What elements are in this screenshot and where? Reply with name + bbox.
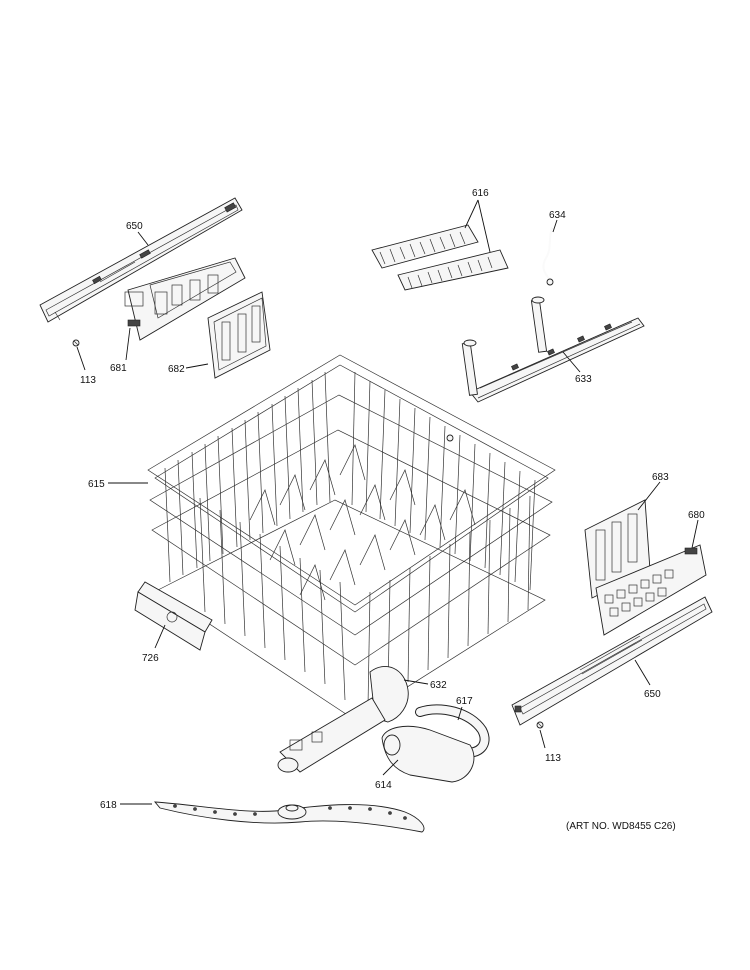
bracket-681 [124, 257, 246, 341]
callout-614: 614 [375, 780, 392, 791]
spray-arm-618 [153, 801, 425, 833]
callout-615: 615 [88, 479, 105, 490]
leader-614 [382, 759, 399, 776]
callout-113-right: 113 [545, 753, 561, 764]
callout-650-top: 650 [126, 221, 143, 232]
callout-683: 683 [652, 472, 669, 483]
leader-681 [125, 327, 131, 361]
leader-682 [185, 363, 209, 369]
callout-113-left: 113 [80, 375, 96, 386]
art-number-label: (ART NO. WD8455 C26) [566, 821, 676, 832]
callout-617: 617 [456, 696, 473, 707]
upper-rack-615 [147, 354, 556, 721]
callout-650-bottom: 650 [644, 689, 661, 700]
nameplate-726 [134, 581, 213, 651]
leader-632 [403, 679, 429, 685]
leader-113-left [76, 346, 86, 371]
screw-113-left [72, 339, 80, 347]
elbow-614 [381, 725, 475, 783]
callout-726: 726 [142, 653, 159, 664]
callout-632: 632 [430, 680, 447, 691]
clip-682 [207, 291, 271, 379]
callout-682: 682 [168, 364, 185, 375]
leader-650-bottom [634, 659, 651, 686]
conduit-632 [277, 666, 409, 773]
hose-617 [415, 704, 490, 758]
callouts: 650 616 634 113 681 682 633 615 683 680 … [76, 188, 705, 811]
bracket-680 [595, 544, 707, 636]
rack-clips-616 [371, 224, 509, 291]
leader-616-a [464, 199, 479, 229]
leader-634 [552, 219, 558, 233]
callout-633: 633 [575, 374, 592, 385]
leader-633 [562, 351, 581, 373]
leader-113-right [539, 729, 546, 749]
leader-683 [637, 481, 661, 511]
leader-650-top [137, 231, 149, 246]
callout-618: 618 [100, 800, 117, 811]
leader-726 [154, 624, 166, 649]
leader-680 [691, 519, 699, 549]
leader-617 [457, 706, 463, 721]
screw-113-right [536, 721, 544, 729]
tube-634 [542, 227, 554, 286]
callout-634: 634 [549, 210, 566, 221]
rail-650-lower-right [511, 596, 713, 726]
manifold-633 [461, 296, 645, 403]
callout-680: 680 [688, 510, 705, 521]
callout-616: 616 [472, 188, 489, 199]
rail-650-upper-left [39, 197, 243, 323]
leader-616-b [477, 199, 491, 253]
callout-681: 681 [110, 363, 127, 374]
